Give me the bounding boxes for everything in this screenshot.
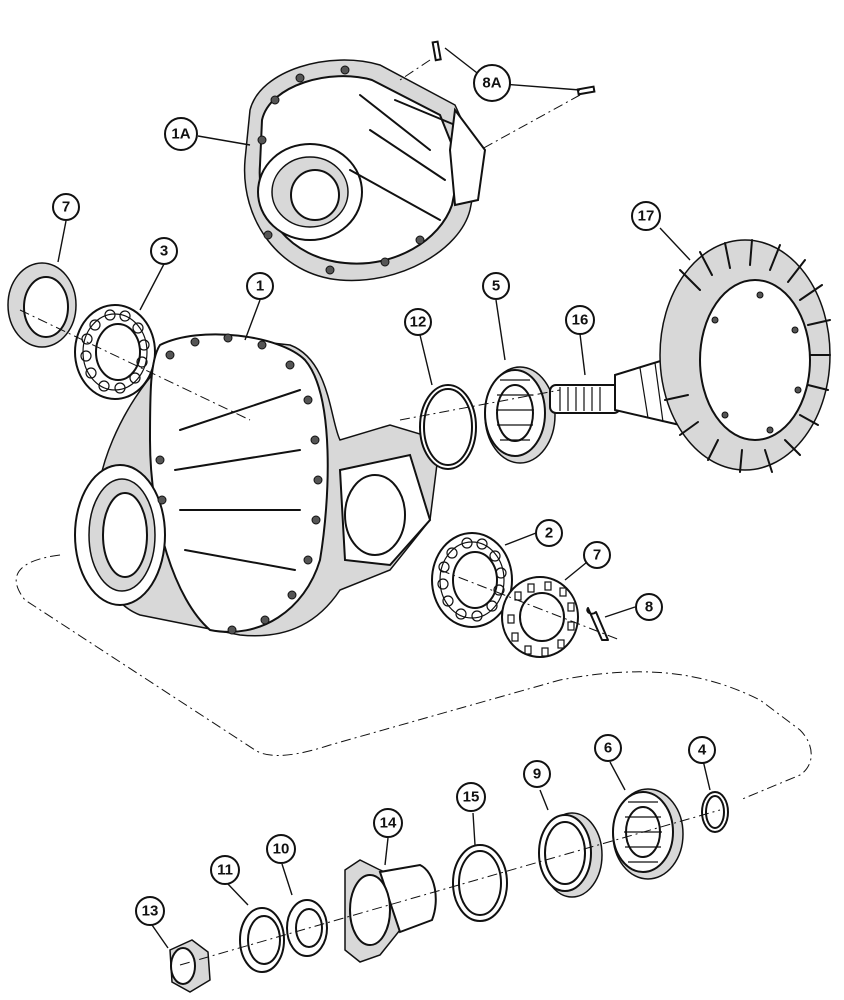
cotter-pin-part-8 — [586, 607, 609, 641]
callout-label-8A: 8A — [482, 75, 501, 92]
callout-7-bottom: 7 — [583, 541, 611, 569]
callout-12: 12 — [404, 308, 432, 336]
seal-ring-part-15 — [452, 844, 508, 922]
callout-8: 8 — [635, 593, 663, 621]
callout-11: 11 — [210, 855, 240, 885]
bearing-cup-part-9 — [538, 812, 603, 898]
callout-13: 13 — [135, 896, 165, 926]
callout-6: 6 — [594, 734, 622, 762]
callout-9: 9 — [523, 760, 551, 788]
callout-label-2: 2 — [545, 525, 553, 542]
callout-label-15: 15 — [463, 789, 480, 806]
axle-housing-part-1 — [74, 333, 441, 637]
bearing-part-6 — [612, 788, 684, 880]
callout-label-7-bottom: 7 — [593, 547, 601, 564]
washer-part-10 — [286, 899, 328, 957]
callout-label-7-top: 7 — [62, 199, 70, 216]
callout-label-10: 10 — [273, 841, 290, 858]
flange-yoke-part-14 — [344, 859, 437, 963]
callout-17: 17 — [631, 201, 661, 231]
callout-1A: 1A — [164, 117, 198, 151]
callout-5: 5 — [482, 272, 510, 300]
washer-part-11 — [239, 907, 285, 973]
axis-center-lines — [19, 309, 721, 966]
callout-label-9: 9 — [533, 766, 541, 783]
o-ring-part-12 — [419, 384, 477, 470]
ring-gear-part-17 — [659, 239, 831, 473]
callout-label-6: 6 — [604, 740, 612, 757]
callout-label-1: 1 — [256, 278, 264, 295]
callout-label-11: 11 — [217, 862, 233, 879]
callout-label-1A: 1A — [171, 126, 190, 143]
bearing-part-3 — [74, 304, 156, 400]
callout-label-16: 16 — [572, 312, 589, 329]
callout-label-14: 14 — [380, 815, 397, 832]
assembly-boundary-line — [15, 554, 812, 801]
callout-label-12: 12 — [410, 314, 427, 331]
callout-label-17: 17 — [638, 208, 655, 225]
callout-label-4: 4 — [698, 742, 707, 759]
seal-part-7-top — [7, 262, 77, 348]
callout-label-8: 8 — [645, 599, 653, 616]
callout-label-3: 3 — [160, 243, 168, 260]
callout-1: 1 — [246, 272, 274, 300]
callout-10: 10 — [266, 834, 296, 864]
callout-label-13: 13 — [142, 903, 159, 920]
lock-plate-part-7-bottom — [501, 576, 579, 658]
bearing-part-2 — [431, 532, 513, 628]
pin-part-8A — [399, 40, 596, 151]
snap-ring-part-4 — [701, 791, 729, 833]
leader-lines — [57, 47, 711, 949]
callout-2: 2 — [535, 519, 563, 547]
differential-case-part-1A — [243, 59, 487, 282]
callout-label-5: 5 — [492, 278, 500, 295]
callout-8A: 8A — [473, 64, 511, 102]
callout-7-top: 7 — [52, 193, 80, 221]
callout-14: 14 — [373, 808, 403, 838]
callout-4: 4 — [688, 736, 716, 764]
nut-part-13 — [169, 939, 211, 993]
bearing-part-5 — [484, 366, 556, 464]
callout-16: 16 — [565, 305, 595, 335]
callout-15: 15 — [456, 782, 486, 812]
callout-3: 3 — [150, 237, 178, 265]
